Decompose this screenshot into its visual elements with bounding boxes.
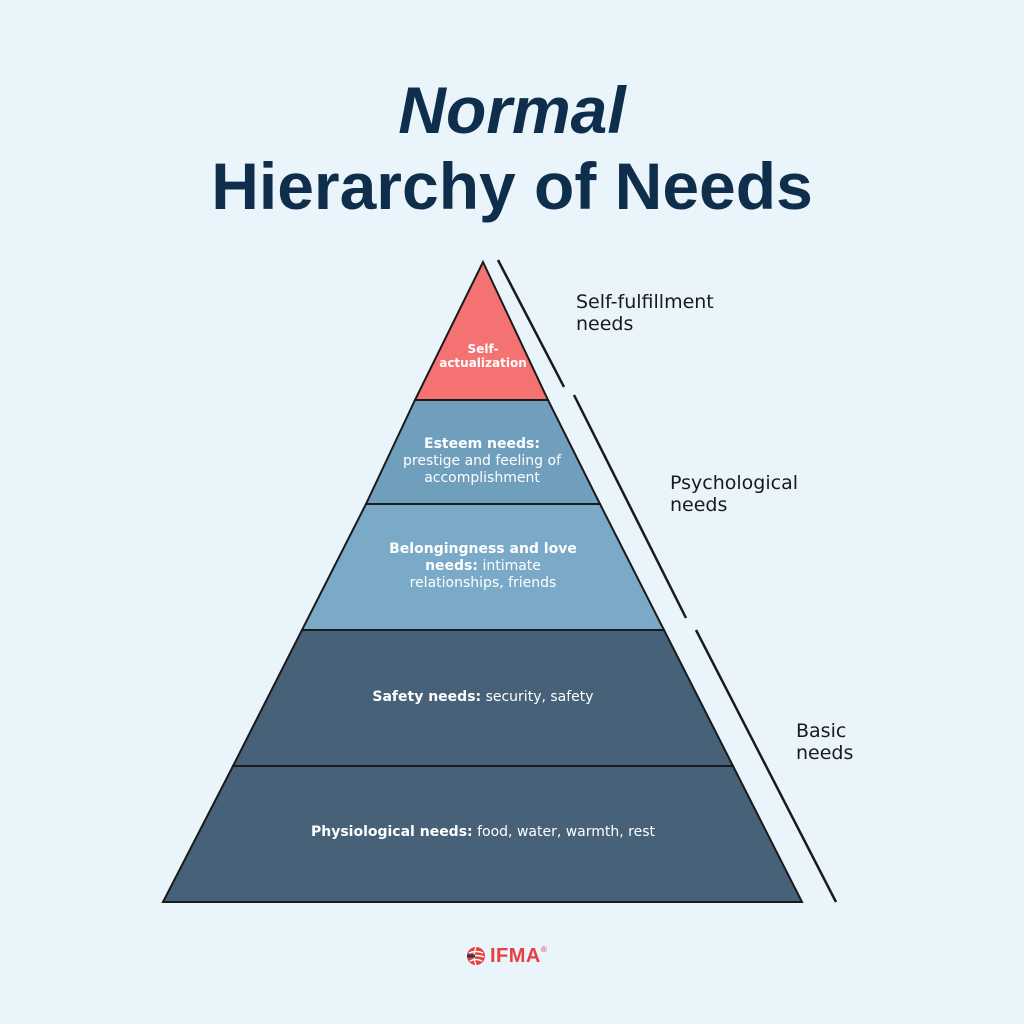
bracket-self-fulfillment [496, 259, 566, 388]
tier-self-actualization-label: Self-actualization [433, 342, 533, 370]
tier-self-actualization-title: Self-actualization [439, 342, 527, 370]
ifma-logo: IFMA ® [466, 943, 547, 969]
tier-esteem-label: Esteem needs: prestige and feeling of ac… [392, 436, 572, 487]
title-hierarchy: Hierarchy of Needs [211, 149, 813, 223]
logo-registered-mark: ® [540, 945, 547, 954]
tier-physiological-label: Physiological needs: food, water, warmth… [283, 824, 683, 841]
tier-esteem-text: prestige and feeling of accomplishment [403, 453, 561, 486]
group-psychological-label: Psychological needs [670, 472, 798, 516]
tier-esteem-title: Esteem needs: [424, 436, 540, 452]
tier-belonging-title: Belongingness and love needs: [389, 541, 577, 574]
group-self-fulfillment-label: Self-fulfillment needs [576, 291, 714, 335]
group-basic-label: Basic needs [796, 720, 854, 764]
tier-physiological-shape [161, 765, 804, 903]
tier-safety-label: Safety needs: security, safety [333, 689, 633, 706]
globe-icon [467, 946, 485, 966]
title-normal: Normal [398, 73, 626, 147]
tier-physiological-title: Physiological needs: [310, 824, 473, 840]
bracket-basic [694, 629, 838, 903]
tier-belonging-text: intimate relationships, friends [409, 558, 557, 591]
tier-safety-title: Safety needs: [372, 689, 482, 705]
logo-text: IFMA [490, 944, 541, 967]
tier-self-actualization-shape [413, 259, 550, 401]
tier-safety-text: security, safety [485, 689, 594, 705]
tier-physiological-text: food, water, warmth, rest [477, 824, 656, 840]
tier-belonging-label: Belongingness and love needs: intimate r… [383, 541, 583, 592]
bracket-psychological [572, 394, 688, 619]
